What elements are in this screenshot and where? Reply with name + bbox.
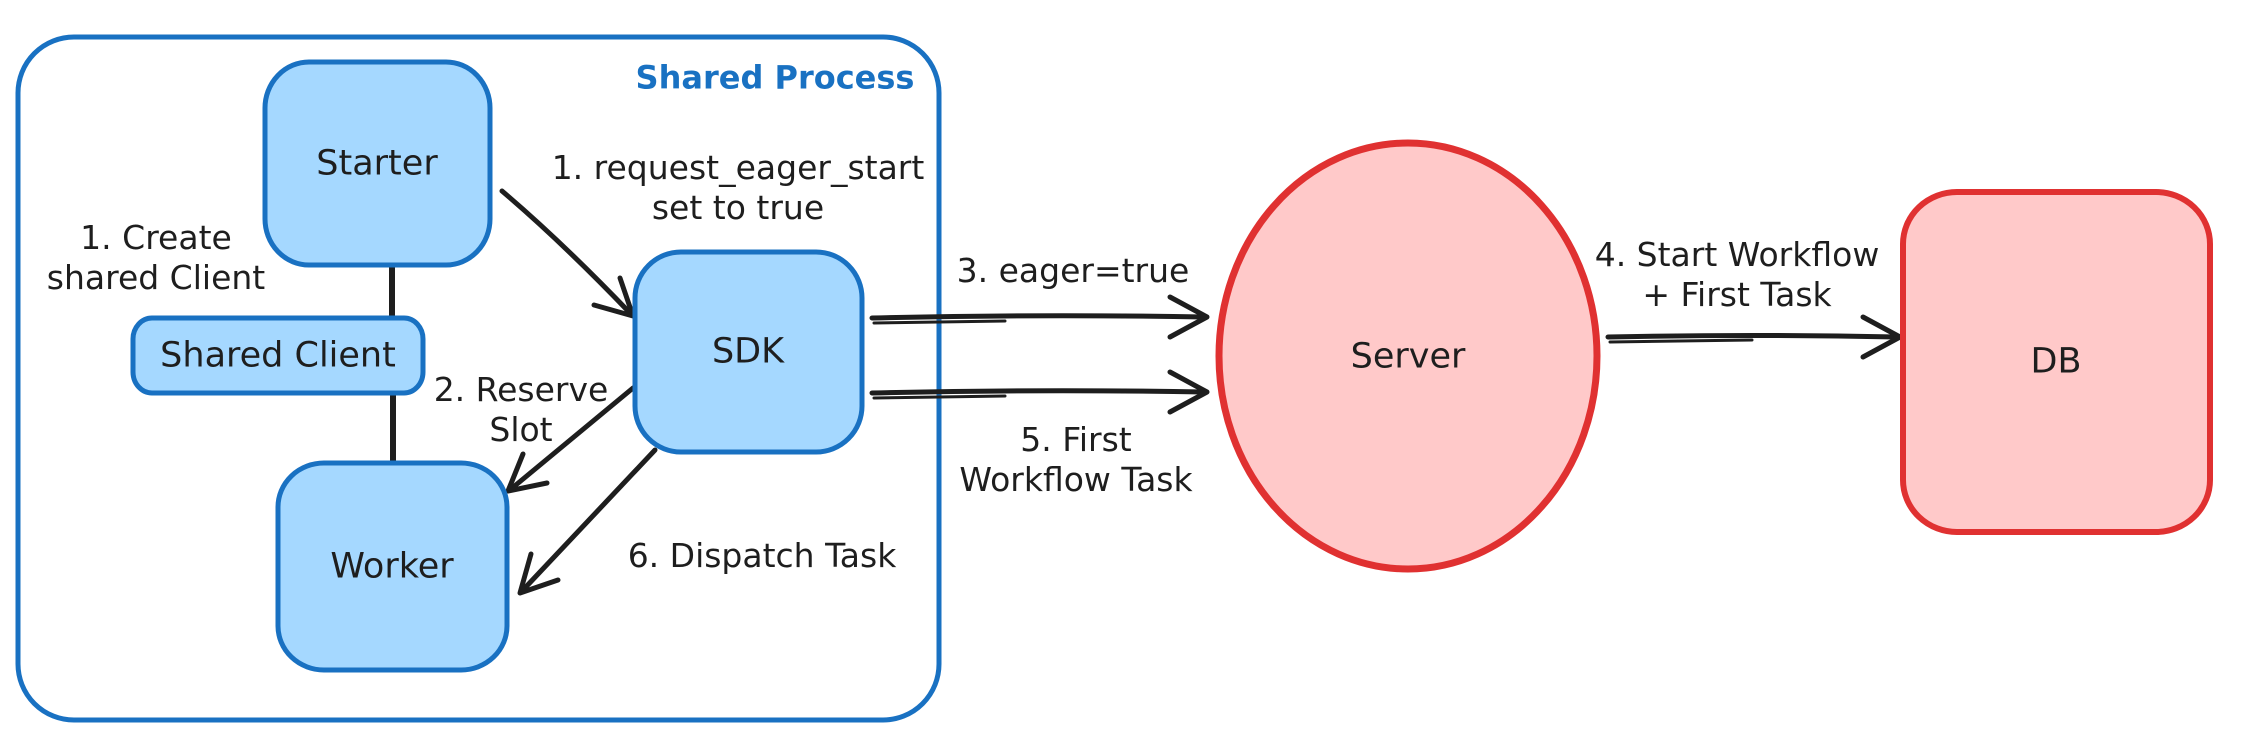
annotation-first-workflow-task: 5. First Workflow Task xyxy=(959,420,1192,501)
annotation-reserve-slot: 2. Reserve Slot xyxy=(434,370,609,451)
arrow-sdk-dispatch-task xyxy=(517,447,658,596)
sdk-node-label: SDK xyxy=(711,331,785,372)
shared-process-title: Shared Process xyxy=(635,58,915,97)
db-node-box xyxy=(1900,189,2213,535)
annotation-reserve-slot-line1: 2. Reserve xyxy=(433,369,609,409)
sdk-node-box xyxy=(632,249,865,455)
starter-node-label: Starter xyxy=(316,143,438,184)
annotation-first-workflow-task-line1: 5. First xyxy=(1020,419,1132,459)
server-node-label: Server xyxy=(1350,336,1466,377)
annotation-reserve-slot-line2: Slot xyxy=(489,410,553,449)
arrow-sdk-to-worker-reserve xyxy=(505,385,636,494)
annotation-first-workflow-task-line2: Workflow Task xyxy=(959,460,1193,499)
arrow-server-to-db xyxy=(1605,314,1903,360)
annotation-start-workflow-line1: 4. Start Workflow xyxy=(1594,234,1880,274)
arrow-sdk-to-server-eager xyxy=(869,294,1210,340)
annotation-request-eager-start-line1: 1. request_eager_start xyxy=(551,147,925,187)
worker-node-box xyxy=(275,460,510,673)
shared-process-container-box xyxy=(15,34,942,723)
annotation-dispatch-task: 6. Dispatch Task xyxy=(627,535,897,575)
annotation-create-shared-client: 1. Create shared Client xyxy=(47,218,265,299)
annotation-eager-true: 3. eager=true xyxy=(956,250,1190,290)
annotation-create-shared-client-line1: 1. Create xyxy=(80,217,232,257)
annotation-request-eager-start-line2: set to true xyxy=(651,188,825,227)
db-node-label: DB xyxy=(2030,341,2082,382)
worker-node-label: Worker xyxy=(330,546,454,587)
annotation-create-shared-client-line2: shared Client xyxy=(46,258,266,297)
annotation-start-workflow-line2: + First Task xyxy=(1642,275,1832,314)
annotation-start-workflow: 4. Start Workflow + First Task xyxy=(1595,235,1880,316)
annotation-request-eager-start: 1. request_eager_start set to true xyxy=(552,148,925,229)
shared-client-node-label: Shared Client xyxy=(160,335,396,376)
arrow-sdk-to-server-first-task xyxy=(869,369,1210,415)
shared-client-node-box xyxy=(130,315,426,396)
server-node-circle xyxy=(1215,139,1601,573)
starter-node-box xyxy=(262,59,493,268)
